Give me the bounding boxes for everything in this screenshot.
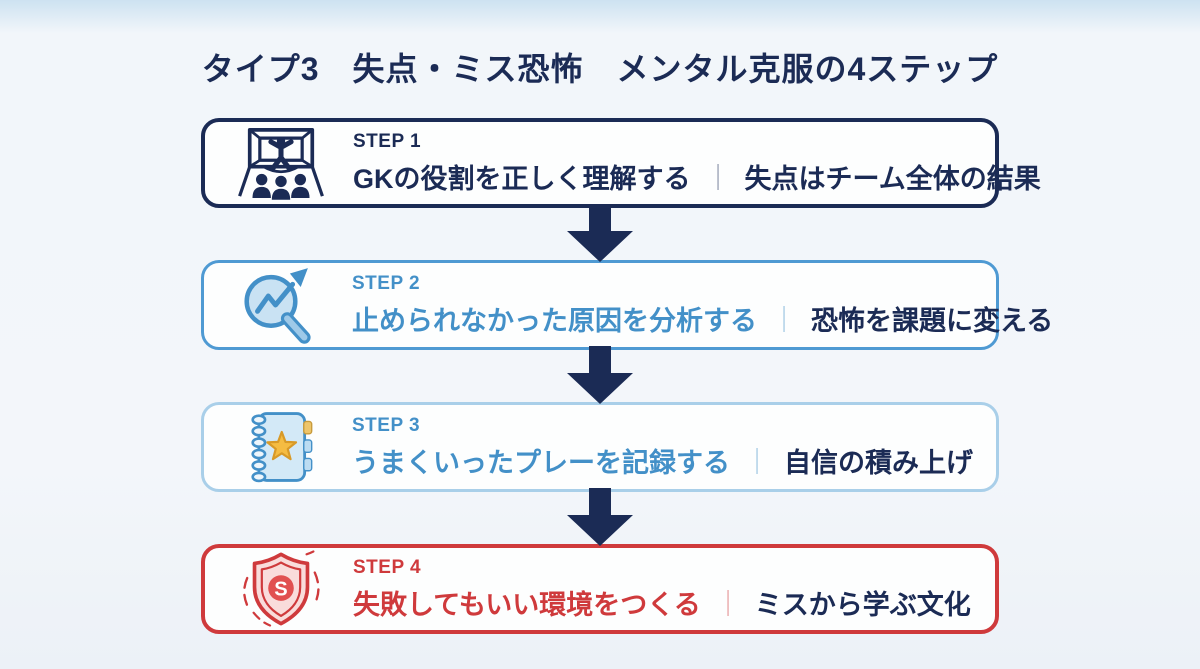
shield-letter: S	[274, 578, 287, 600]
step-outcome: ミスから学ぶ文化	[754, 589, 971, 620]
down-arrow-icon	[201, 203, 999, 262]
notebook-star-icon	[218, 407, 342, 487]
step-label: STEP 2	[352, 272, 421, 294]
step-3-card: STEP 3 うまくいったプレーを記録する ｜ 自信の積み上げ	[201, 402, 999, 492]
step-label: STEP 4	[353, 556, 422, 578]
page-title: タイプ3 失点・ミス恐怖 メンタル克服の4ステップ	[201, 51, 999, 87]
down-arrow-icon	[201, 487, 999, 546]
step-action: うまくいったプレーを記録する	[352, 447, 730, 478]
step-outcome: 自信の積み上げ	[784, 447, 974, 478]
step-action: 失敗してもいい環境をつくる	[353, 589, 701, 620]
down-arrow-icon	[201, 345, 999, 404]
goalkeeper-team-icon	[219, 123, 343, 203]
separator: ｜	[749, 446, 765, 477]
step-outcome: 失点はチーム全体の結果	[744, 163, 1041, 194]
step-action: 止められなかった原因を分析する	[352, 305, 757, 336]
magnifier-trend-icon	[218, 262, 342, 348]
step-action: GKの役割を正しく理解する	[353, 163, 691, 194]
separator: ｜	[720, 588, 735, 619]
step-label: STEP 3	[352, 414, 421, 436]
steps-flow: STEP 1 GKの役割を正しく理解する ｜ 失点はチーム全体の結果 STEP …	[201, 118, 1053, 634]
step-2-card: STEP 2 止められなかった原因を分析する ｜ 恐怖を課題に変える	[201, 260, 1053, 350]
step-label: STEP 1	[353, 130, 422, 152]
separator: ｜	[776, 304, 792, 335]
separator: ｜	[710, 162, 725, 193]
step-1-card: STEP 1 GKの役割を正しく理解する ｜ 失点はチーム全体の結果	[201, 118, 1041, 208]
step-4-card: S STEP 4 失敗してもいい環境をつくる ｜ ミスから学ぶ文化	[201, 544, 999, 634]
shield-s-icon: S	[219, 547, 343, 631]
step-outcome: 恐怖を課題に変える	[811, 305, 1054, 336]
